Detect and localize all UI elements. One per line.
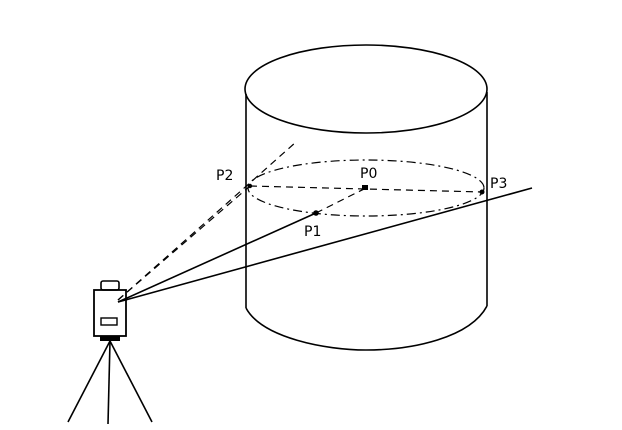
diameter-line-p2-p3 bbox=[249, 185, 483, 193]
total-station-icon bbox=[93, 280, 127, 341]
instrument-display bbox=[100, 317, 118, 326]
point-p0-marker bbox=[362, 185, 368, 190]
tripod-leg-right bbox=[109, 340, 153, 423]
label-p2: P2 bbox=[216, 168, 233, 184]
sight-line-upper bbox=[117, 141, 297, 301]
tripod-leg-center bbox=[107, 340, 111, 425]
sight-lines bbox=[117, 141, 533, 303]
label-p1: P1 bbox=[304, 224, 321, 240]
measurement-points bbox=[247, 183, 485, 216]
point-p1-marker bbox=[313, 210, 319, 216]
point-p2-marker bbox=[247, 183, 253, 189]
cylinder-top-ellipse bbox=[244, 44, 488, 134]
label-p0: P0 bbox=[360, 166, 377, 182]
tripod-leg-left bbox=[67, 340, 111, 423]
sight-line-to-p1 bbox=[117, 212, 317, 303]
sight-line-through-p3 bbox=[117, 187, 533, 303]
point-p3-marker bbox=[479, 189, 485, 195]
cylinder-tank bbox=[244, 44, 488, 351]
radius-line-p1-p0 bbox=[315, 187, 367, 214]
tripod-icon bbox=[67, 340, 153, 425]
label-p3: P3 bbox=[490, 176, 507, 192]
cylinder-bottom-arc bbox=[245, 305, 488, 351]
instrument-base bbox=[100, 336, 120, 341]
instrument-handle bbox=[100, 280, 120, 291]
